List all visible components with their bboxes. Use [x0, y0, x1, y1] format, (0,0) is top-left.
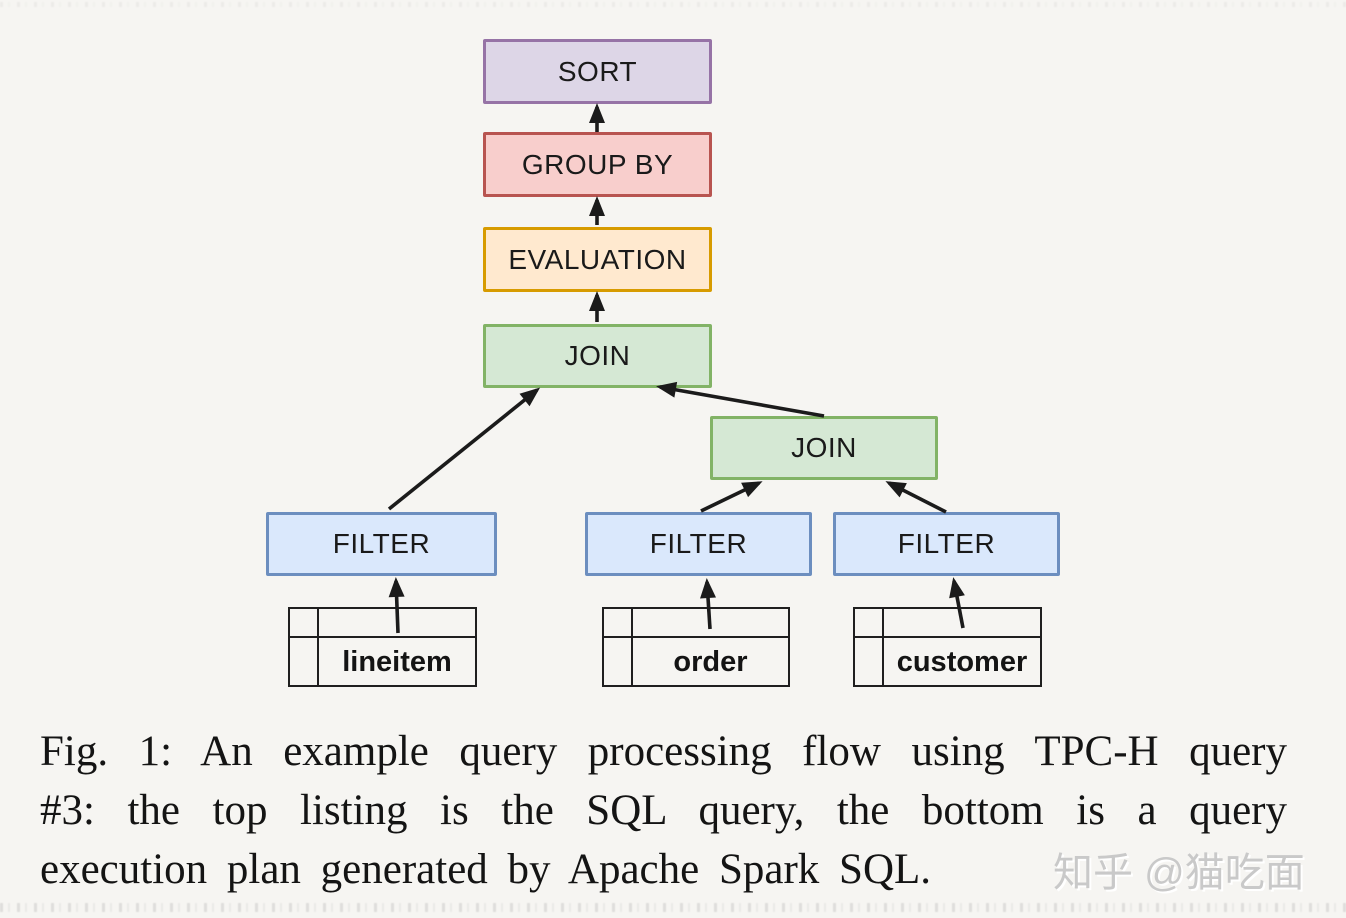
table-column-divider	[631, 609, 633, 685]
table-column-divider	[317, 609, 319, 685]
table-row-divider	[290, 636, 475, 638]
caption-line-2: #3: the top listing is the SQL query, th…	[40, 787, 1287, 834]
zhihu-watermark: 知乎 @猫吃面	[1053, 851, 1305, 895]
table-row-divider	[604, 636, 788, 638]
node-filter-lineitem-label: FILTER	[332, 528, 431, 559]
node-filter-order-label: FILTER	[649, 528, 748, 559]
arrow-filter2-to-join-right	[700, 481, 763, 513]
node-group-by: GROUP BY	[483, 132, 712, 197]
arrow-filter3-to-join-right	[885, 481, 947, 514]
node-join-top: JOIN	[483, 324, 712, 388]
node-group-by-label: GROUP BY	[521, 148, 674, 180]
scan-noise-top	[0, 2, 1346, 7]
node-sort: SORT	[483, 39, 712, 104]
node-evaluation-label: EVALUATION	[508, 243, 687, 275]
arrow-join-right-to-join-top	[656, 381, 825, 418]
node-evaluation: EVALUATION	[483, 227, 712, 292]
scan-noise-bottom	[0, 903, 1346, 912]
node-filter-lineitem: FILTER	[266, 512, 497, 576]
node-join-right-label: JOIN	[791, 432, 857, 463]
caption-line-1: Fig. 1: An example query processing flow…	[40, 728, 1287, 775]
table-lineitem: lineitem	[288, 607, 477, 687]
table-customer: customer	[853, 607, 1042, 687]
table-column-divider	[882, 609, 884, 685]
arrow-filter1-to-join-top	[387, 387, 541, 511]
table-customer-label: customer	[896, 645, 1028, 678]
node-filter-order: FILTER	[585, 512, 812, 576]
caption-line-3: execution plan generated by Apache Spark…	[40, 846, 932, 893]
table-row-divider	[855, 636, 1040, 638]
node-filter-customer: FILTER	[833, 512, 1060, 576]
figure-caption: Fig. 1: An example query processing flow…	[40, 722, 1287, 899]
table-order-label: order	[673, 645, 748, 678]
node-filter-customer-label: FILTER	[897, 528, 996, 559]
node-join-right: JOIN	[710, 416, 938, 480]
table-order: order	[602, 607, 790, 687]
node-sort-label: SORT	[557, 55, 638, 87]
table-lineitem-label: lineitem	[342, 645, 452, 678]
node-join-top-label: JOIN	[564, 340, 631, 371]
